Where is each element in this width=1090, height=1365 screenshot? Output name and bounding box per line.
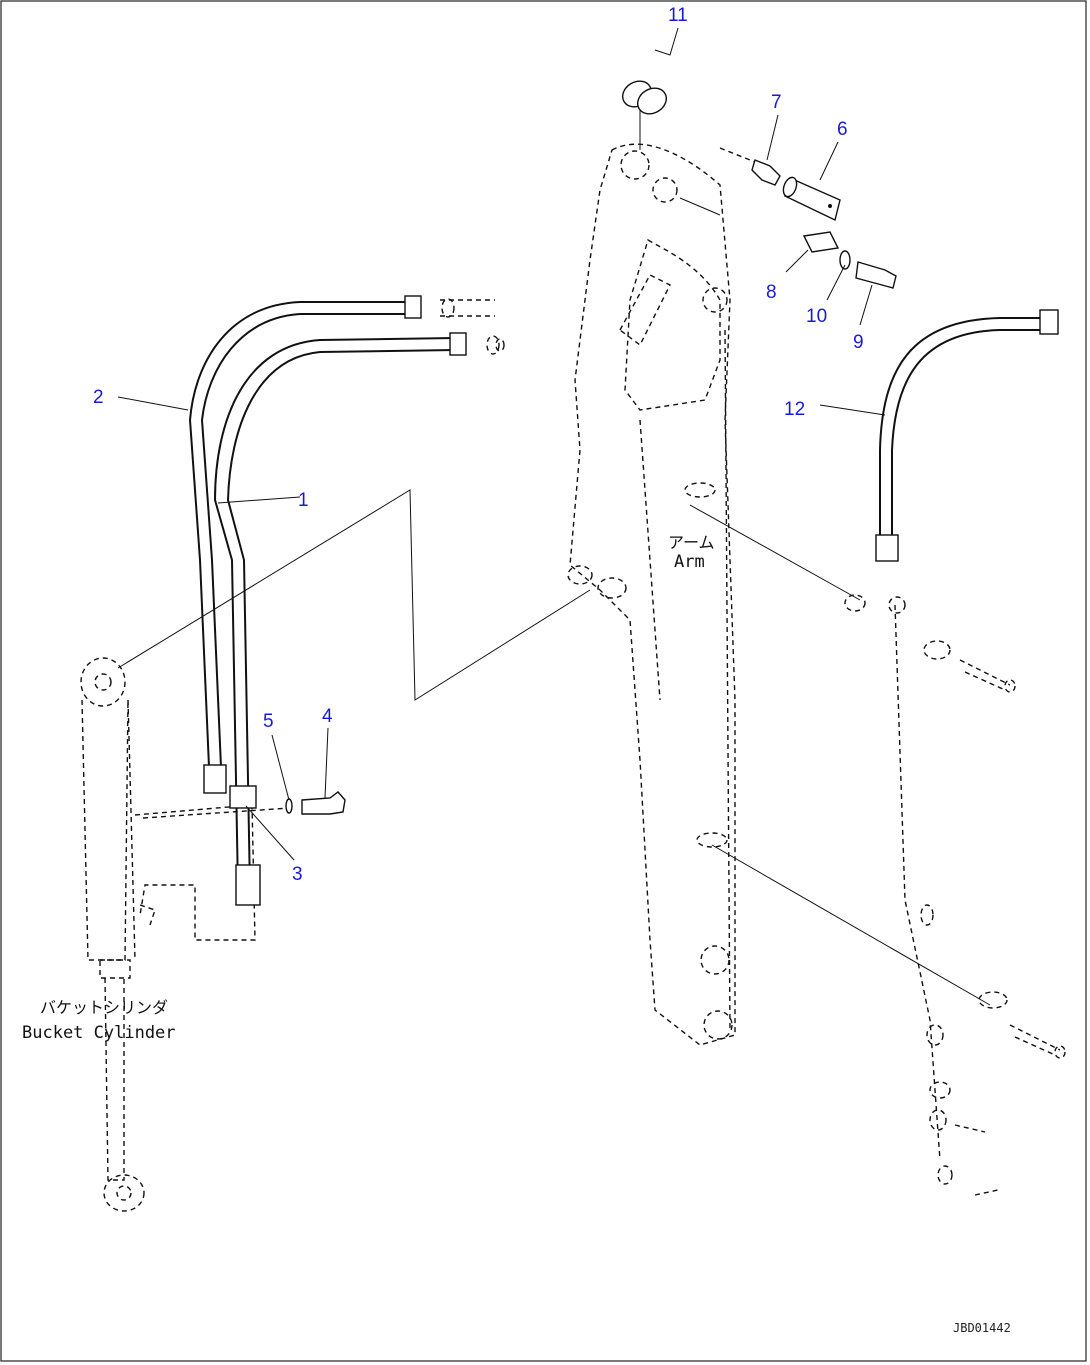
callout-6: 6 [837, 119, 848, 140]
leader-arm-lower [711, 844, 991, 1006]
arm-outline [567, 143, 736, 1046]
callout-leaders [117, 27, 886, 861]
bucket-cylinder-label-jp: バケットシリンダ [40, 998, 168, 1017]
callout-4: 4 [322, 706, 333, 727]
arm-label-en: Arm [674, 552, 705, 572]
clamp-3 [229, 785, 257, 809]
fitting-4 [301, 791, 346, 815]
hose-2 [188, 295, 495, 794]
callout-11: 11 [668, 5, 688, 26]
callout-8: 8 [766, 282, 777, 303]
callout-7: 7 [771, 92, 782, 113]
plate-8 [802, 231, 840, 253]
fitting-5 [285, 798, 293, 814]
shims-11 [621, 80, 668, 150]
leader-cylinder-arm [117, 489, 591, 701]
bucket-cylinder [80, 657, 256, 1212]
clamp-hardware [844, 594, 1066, 1196]
grease-fitting-7 [719, 147, 781, 186]
hose-12-lower-line [888, 596, 986, 1185]
leader-fitting [142, 807, 291, 819]
drawing-id: JBD01442 [953, 1321, 1011, 1335]
callout-2: 2 [93, 387, 104, 408]
pin-6 [782, 176, 841, 222]
hose-1 [213, 332, 505, 906]
hose-12 [875, 309, 1059, 562]
callout-12: 12 [784, 399, 805, 420]
callout-5: 5 [263, 711, 274, 732]
bolt-9 [855, 261, 897, 289]
callout-10: 10 [806, 306, 827, 327]
callout-9: 9 [853, 332, 864, 353]
arm-label-jp: アーム [668, 533, 715, 552]
leader-arm-upper [689, 504, 861, 601]
washer-10 [839, 250, 851, 270]
callout-3: 3 [292, 864, 303, 885]
bucket-cylinder-label-en: Bucket Cylinder [22, 1023, 176, 1043]
callout-1: 1 [298, 490, 309, 511]
